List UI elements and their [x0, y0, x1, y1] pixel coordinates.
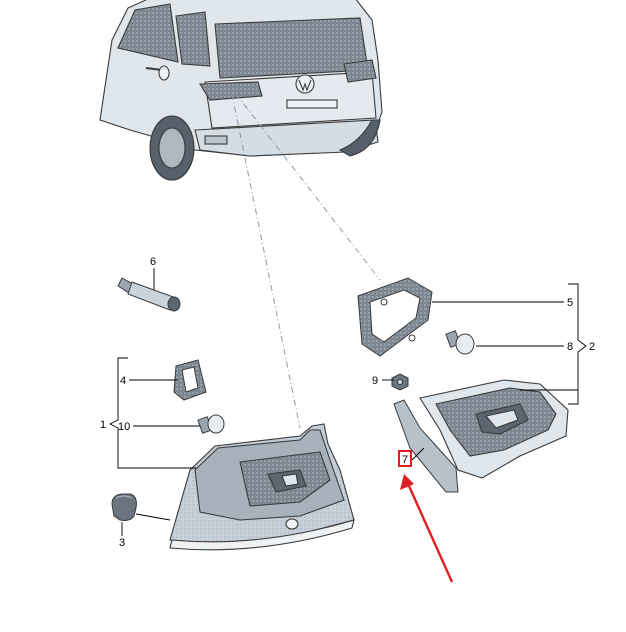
- part-cap-3: [111, 493, 137, 521]
- callout-9: 9: [372, 375, 378, 387]
- callout-6: 6: [150, 256, 156, 268]
- callout-labels: 1 2 3 4 5 6 7 8 9 10: [100, 256, 595, 549]
- part-bulb-socket-6: [117, 277, 181, 312]
- callout-7: 7: [402, 454, 408, 466]
- projection-lines: [231, 93, 381, 429]
- callout-10: 10: [118, 421, 130, 433]
- callout-3: 3: [119, 537, 125, 549]
- leader-lines: [108, 268, 587, 536]
- part-seal-strip-7: [393, 399, 459, 493]
- part-bulb-10: [197, 414, 225, 434]
- part-gasket-4: [173, 359, 207, 401]
- callout-7-highlight-box: [398, 450, 412, 467]
- part-nut-9: [391, 373, 409, 391]
- part-bulb-8: [445, 330, 475, 355]
- callout-2: 2: [589, 341, 595, 353]
- part-outer-taillight-1: [169, 423, 355, 551]
- callout-4: 4: [120, 375, 126, 387]
- red-arrow-indicator: [400, 474, 454, 583]
- part-gasket-5: [357, 277, 433, 357]
- part-inner-taillight-2: [419, 379, 569, 479]
- callout-1: 1: [100, 419, 106, 431]
- vehicle-rear-illustration: [99, 0, 383, 181]
- callout-8: 8: [567, 341, 573, 353]
- callout-5: 5: [567, 297, 573, 309]
